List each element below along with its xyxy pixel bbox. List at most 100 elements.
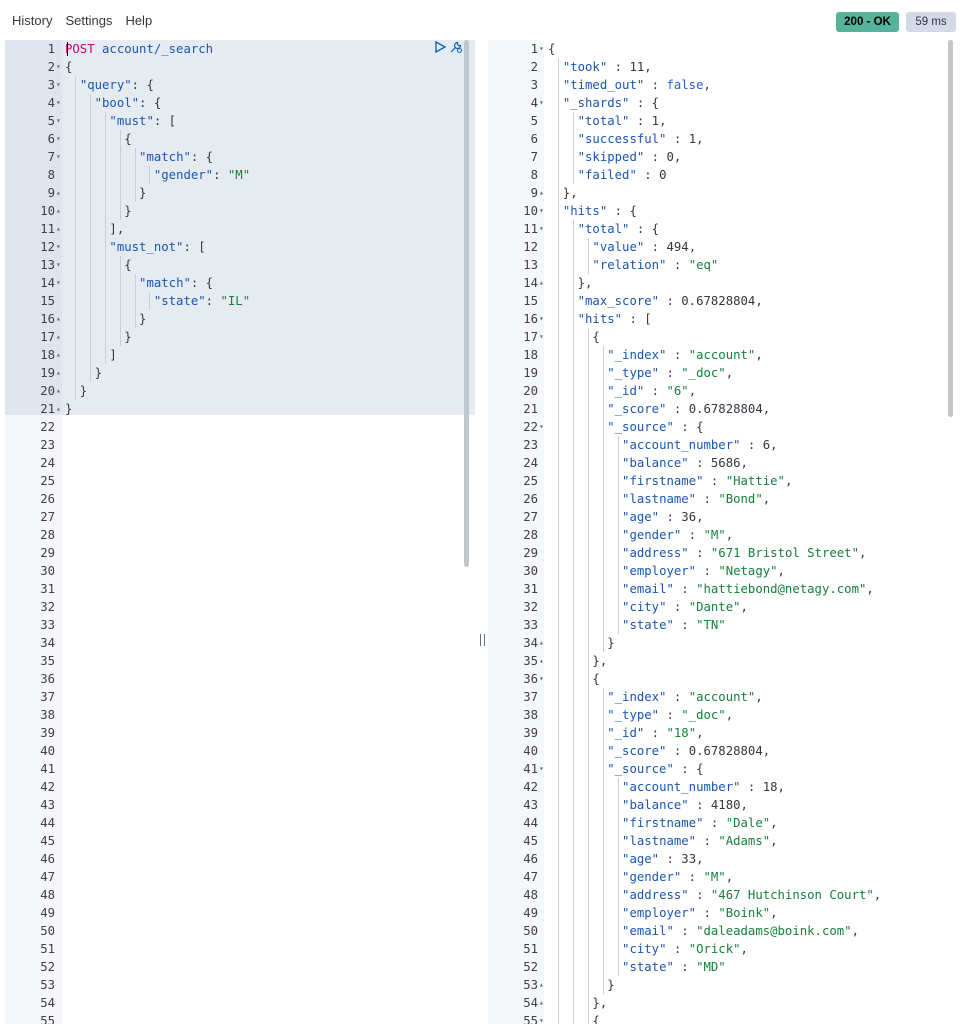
fold-toggle-icon[interactable]: ▴ [56,188,61,197]
indent-guide [558,634,560,652]
fold-toggle-icon[interactable]: ▾ [539,206,544,215]
code-text: "city" : "Orick", [622,942,748,956]
fold-toggle-icon[interactable]: ▾ [539,764,544,773]
line-number: 22 [523,420,538,434]
indent-guide [588,706,589,724]
indent-guide [602,850,604,868]
indent-guide [573,994,575,1012]
indent-guide [573,544,575,562]
indent-guide [90,112,92,130]
help-menu[interactable]: Help [125,13,153,28]
code-text: "age" : 36, [622,510,704,524]
fold-toggle-icon[interactable]: ▴ [56,314,61,323]
indent-guide [573,904,575,922]
line-number: 3 [47,78,55,92]
response-scrollbar[interactable] [948,40,953,417]
fold-toggle-icon[interactable]: ▾ [539,224,544,233]
code-text: { [65,132,132,146]
history-menu[interactable]: History [12,13,53,28]
line-number: 16 [523,312,538,326]
fold-toggle-icon[interactable]: ▴ [539,188,544,197]
indent-guide [588,868,589,886]
indent-guide [558,148,560,166]
line-number: 53 [523,978,538,992]
code-text: "_source" : { [607,762,704,776]
fold-toggle-icon[interactable]: ▾ [56,80,61,89]
indent-guide [573,436,575,454]
play-icon[interactable] [433,40,447,54]
fold-toggle-icon[interactable]: ▾ [56,116,61,125]
fold-toggle-icon[interactable]: ▾ [56,62,61,71]
line-number: 12 [523,240,538,254]
indent-guide [588,958,589,976]
code-text: "address" : "467 Hutchinson Court", [622,888,882,902]
request-scrollbar[interactable] [464,40,469,567]
settings-menu[interactable]: Settings [65,13,113,28]
fold-toggle-icon[interactable]: ▾ [56,98,61,107]
indent-guide [573,976,575,994]
line-number: 35 [523,654,538,668]
indent-guide [75,238,77,256]
line-number: 8 [530,168,538,182]
fold-toggle-icon[interactable]: ▴ [56,332,61,341]
indent-guide [75,166,77,184]
fold-toggle-icon[interactable]: ▾ [539,98,544,107]
fold-toggle-icon[interactable]: ▴ [539,638,544,647]
response-viewer[interactable]: 1▾{2 "took" : 11,3 "timed_out" : false,4… [488,40,960,1024]
indent-guide [558,76,560,94]
fold-toggle-icon[interactable]: ▾ [56,134,61,143]
resize-handle-icon[interactable] [480,634,485,646]
fold-toggle-icon[interactable]: ▾ [539,332,544,341]
indent-guide [558,670,560,688]
response-gutter [488,40,544,1024]
indent-guide [588,400,589,418]
indent-guide [588,382,589,400]
fold-toggle-icon[interactable]: ▴ [56,224,61,233]
fold-toggle-icon[interactable]: ▾ [539,422,544,431]
line-number: 44 [40,816,55,830]
fold-toggle-icon[interactable]: ▴ [539,656,544,665]
indent-guide [119,202,121,220]
indent-guide [119,256,121,274]
fold-toggle-icon[interactable]: ▴ [56,350,61,359]
fold-toggle-icon[interactable]: ▴ [56,386,61,395]
fold-toggle-icon[interactable]: ▴ [539,278,544,287]
indent-guide [558,832,560,850]
line-number: 21 [40,402,55,416]
line-number: 1 [530,42,538,56]
code-text: } [548,978,615,992]
line-number: 53 [40,978,55,992]
fold-toggle-icon[interactable]: ▾ [56,152,61,161]
indent-guide [602,742,604,760]
fold-toggle-icon[interactable]: ▴ [56,206,61,215]
fold-toggle-icon[interactable]: ▾ [56,260,61,269]
wrench-icon[interactable] [449,40,463,54]
code-text: "_source" : { [607,420,704,434]
indent-guide [588,940,589,958]
indent-guide [105,310,106,328]
indent-guide [75,364,77,382]
fold-toggle-icon[interactable]: ▴ [56,404,61,413]
indent-guide [588,904,589,922]
indent-guide [558,364,560,382]
line-number: 11 [40,222,55,236]
fold-toggle-icon[interactable]: ▴ [539,998,544,1007]
indent-guide [558,706,560,724]
indent-guide [558,346,560,364]
indent-guide [617,508,619,526]
fold-toggle-icon[interactable]: ▾ [539,314,544,323]
fold-toggle-icon[interactable]: ▾ [539,674,544,683]
indent-guide [602,634,604,652]
line-number: 2 [47,60,55,74]
line-number: 9 [47,186,55,200]
indent-guide [558,256,560,274]
fold-toggle-icon[interactable]: ▴ [56,368,61,377]
fold-toggle-icon[interactable]: ▾ [539,1016,544,1024]
line-number: 27 [523,510,538,524]
fold-toggle-icon[interactable]: ▴ [539,980,544,989]
indent-guide [558,652,560,670]
fold-toggle-icon[interactable]: ▾ [56,278,61,287]
fold-toggle-icon[interactable]: ▾ [539,44,544,53]
fold-toggle-icon[interactable]: ▾ [56,242,61,251]
